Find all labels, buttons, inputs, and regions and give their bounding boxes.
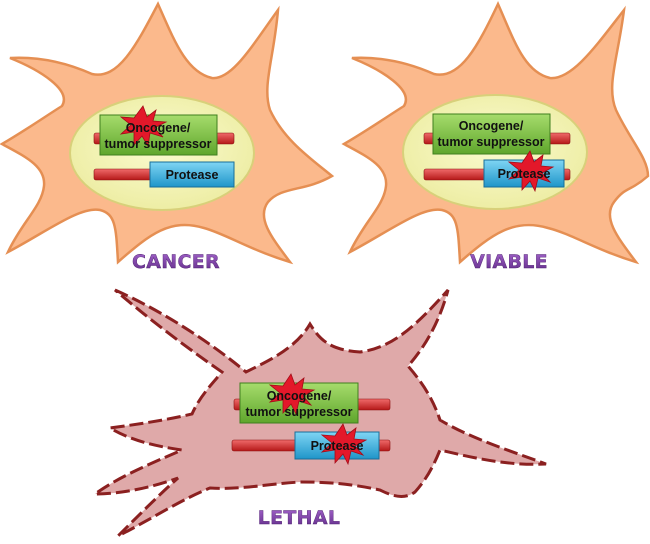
panel-viable: Oncogene/ tumor suppressor Protease VIAB…: [341, 1, 650, 273]
panel-caption: VIABLE: [470, 251, 548, 273]
panel-caption: LETHAL: [258, 507, 341, 529]
mutation-star: [268, 373, 316, 416]
mutation-star: [119, 105, 168, 148]
oncogene-label-line1: Oncogene/: [126, 121, 191, 135]
oncogene-box: [432, 113, 551, 155]
protease-label: Protease: [166, 168, 219, 182]
mutation-star: [507, 150, 555, 193]
panel-caption: CANCER: [132, 251, 220, 273]
oncogene-label-line2: tumor suppressor: [438, 135, 545, 149]
mutation-star: [320, 423, 368, 466]
oncogene-label-line2: tumor suppressor: [246, 405, 353, 419]
protease-label: Protease: [498, 167, 551, 181]
oncogene-label-line2: tumor suppressor: [105, 137, 212, 151]
oncogene-label-line1: Oncogene/: [459, 119, 524, 133]
panel-cancer: Oncogene/ tumor suppressor Protease CANC…: [0, 1, 335, 273]
protease-label: Protease: [311, 439, 364, 453]
panel-lethal: Oncogene/ tumor suppressor Protease LETH…: [90, 288, 547, 538]
protease-box: [149, 161, 235, 188]
oncogene-label-line1: Oncogene/: [267, 389, 332, 403]
